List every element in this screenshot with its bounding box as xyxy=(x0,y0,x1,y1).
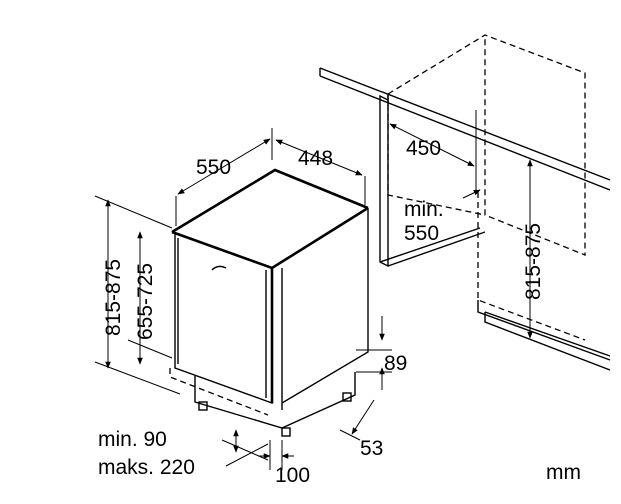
label-max-220: maks. 220 xyxy=(98,456,195,479)
label-plinth-89: 89 xyxy=(384,352,407,375)
label-min: min. xyxy=(404,198,444,221)
label-cabinet-height: 815-875 xyxy=(522,223,545,300)
label-plinth-100: 100 xyxy=(275,464,310,487)
dishwasher-body xyxy=(169,168,369,437)
label-unit-mm: mm xyxy=(546,461,581,484)
dimension-lines xyxy=(94,110,533,470)
label-cabinet-450: 450 xyxy=(406,137,441,160)
label-depth-550: 550 xyxy=(196,156,231,179)
dimension-labels: 550 448 450 min. 550 815-875 815-875 655… xyxy=(98,137,581,487)
label-min-550: 550 xyxy=(404,222,439,245)
label-min-90: min. 90 xyxy=(98,428,167,451)
cabinet-niche xyxy=(319,34,611,371)
label-total-height: 815-875 xyxy=(102,259,125,336)
label-width-448: 448 xyxy=(298,147,333,170)
label-body-height: 655-725 xyxy=(134,263,157,340)
label-plinth-53: 53 xyxy=(360,437,383,460)
